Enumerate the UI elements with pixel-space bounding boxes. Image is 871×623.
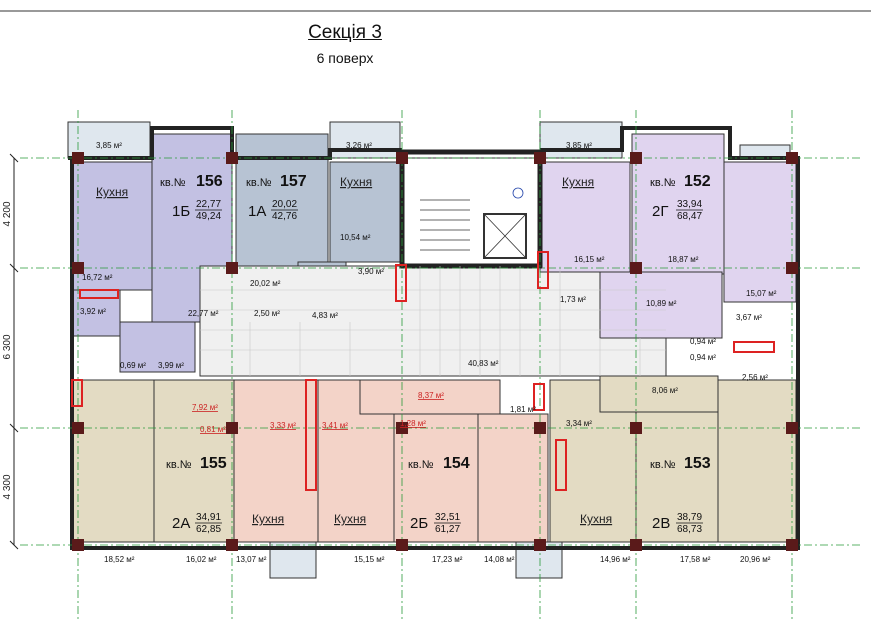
area-label: 4,83 м² [312, 311, 338, 320]
area-label: 16,72 м² [82, 273, 113, 282]
area-label: 15,07 м² [746, 289, 777, 298]
apartment-type: 1А [248, 203, 266, 220]
apartment-number: 157 [280, 173, 307, 190]
kitchen-label: Кухня [334, 512, 366, 526]
area-label: 20,96 м² [740, 555, 771, 564]
apartment-living-area: 38,79 [677, 512, 702, 523]
area-label: 15,15 м² [354, 555, 385, 564]
apartment-prefix: кв.№ [160, 177, 186, 189]
area-label: 18,52 м² [104, 555, 135, 564]
apartment-living-area: 22,77 [196, 199, 221, 210]
apartment-type: 1Б [172, 203, 190, 220]
area-label: 17,58 м² [680, 555, 711, 564]
area-label: 0,94 м² [690, 353, 716, 362]
area-label: 10,54 м² [340, 233, 371, 242]
kitchen-label: Кухня [562, 175, 594, 189]
rooms [67, 121, 797, 579]
apartment-type: 2А [172, 515, 190, 532]
apartment-living-area: 34,91 [196, 512, 221, 523]
apartment-number: 154 [443, 455, 470, 472]
area-label: 2,50 м² [254, 309, 280, 318]
area-label: 0,94 м² [690, 337, 716, 346]
apartment-total-area: 49,24 [196, 211, 221, 222]
area-label: 10,89 м² [646, 299, 677, 308]
kitchen-label: Кухня [340, 175, 372, 189]
area-label: 16,02 м² [186, 555, 217, 564]
dimension-label: 4 200 [2, 201, 13, 226]
area-label: 3,67 м² [736, 313, 762, 322]
area-label: 20,02 м² [250, 279, 281, 288]
area-label: 3,90 м² [358, 267, 384, 276]
vent-shafts [71, 251, 775, 491]
apartment-total-area: 62,85 [196, 524, 221, 535]
area-label: 18,87 м² [668, 255, 699, 264]
area-label: 13,07 м² [236, 555, 267, 564]
apartment-living-area: 32,51 [435, 512, 460, 523]
apartment-total-area: 68,47 [677, 211, 702, 222]
apartment-number: 155 [200, 455, 227, 472]
dimension-label: 4 300 [2, 474, 13, 499]
area-label: 14,96 м² [600, 555, 631, 564]
area-label: 3,33 м² [270, 421, 296, 430]
area-label: 1,73 м² [560, 295, 586, 304]
apartment-total-area: 42,76 [272, 211, 297, 222]
fraction-lines [195, 209, 703, 524]
area-label: 14,08 м² [484, 555, 515, 564]
area-label: 3,26 м² [346, 141, 372, 150]
apartment-type: 2Б [410, 515, 428, 532]
apartment-type: 2В [652, 515, 670, 532]
area-label: 0,69 м² [120, 361, 146, 370]
apartment-prefix: кв.№ [166, 459, 192, 471]
area-label: 2,56 м² [742, 373, 768, 382]
section-title: Секція 3 [308, 22, 382, 43]
area-label: 16,15 м² [574, 255, 605, 264]
apartment-total-area: 61,27 [435, 524, 460, 535]
apartment-number: 152 [684, 173, 711, 190]
kitchen-label: Кухня [252, 512, 284, 526]
kitchen-label: Кухня [96, 185, 128, 199]
area-label: 3,99 м² [158, 361, 184, 370]
apartment-prefix: кв.№ [246, 177, 272, 189]
apartment-total-area: 68,73 [677, 524, 702, 535]
apartment-number: 156 [196, 173, 223, 190]
area-label: 1,81 м² [510, 405, 536, 414]
apartment-type: 2Г [652, 203, 668, 220]
apartment-prefix: кв.№ [408, 459, 434, 471]
area-label: 0,81 м² [200, 425, 226, 434]
area-label: 3,85 м² [96, 141, 122, 150]
apartment-living-area: 20,02 [272, 199, 297, 210]
area-label: 22,77 м² [188, 309, 219, 318]
area-label: 40,83 м² [468, 359, 499, 368]
staircase [420, 187, 527, 259]
kitchen-labels: Кухня Кухня Кухня Кухня Кухня Кухня [96, 175, 612, 526]
area-label: 8,06 м² [652, 386, 678, 395]
dimension-label: 6 300 [2, 334, 13, 359]
area-label: 3,41 м² [322, 421, 348, 430]
area-label: 8,37 м² [418, 391, 444, 400]
area-label: 3,92 м² [80, 307, 106, 316]
grid-axes [20, 110, 860, 620]
columns [72, 152, 798, 551]
apartment-prefix: кв.№ [650, 177, 676, 189]
area-label: 3,34 м² [566, 419, 592, 428]
area-label: 3,85 м² [566, 141, 592, 150]
area-label: 17,23 м² [432, 555, 463, 564]
apartment-living-area: 33,94 [677, 199, 702, 210]
area-label: 7,92 м² [192, 403, 218, 412]
area-label: 1,28 м² [400, 419, 426, 428]
corridor-tiles [200, 266, 666, 376]
apartment-labels: кв.№ 156 1Б 22,77 49,24 кв.№ 157 1А 20,0… [160, 173, 711, 535]
kitchen-label: Кухня [580, 512, 612, 526]
apartment-number: 153 [684, 455, 711, 472]
dimension-chain: 4 200 6 300 4 300 [2, 153, 19, 550]
apartment-prefix: кв.№ [650, 459, 676, 471]
floor-label: 6 поверх [316, 50, 374, 66]
area-labels: 3,85 м² 3,26 м² 3,85 м² 16,72 м² 22,77 м… [80, 141, 777, 564]
